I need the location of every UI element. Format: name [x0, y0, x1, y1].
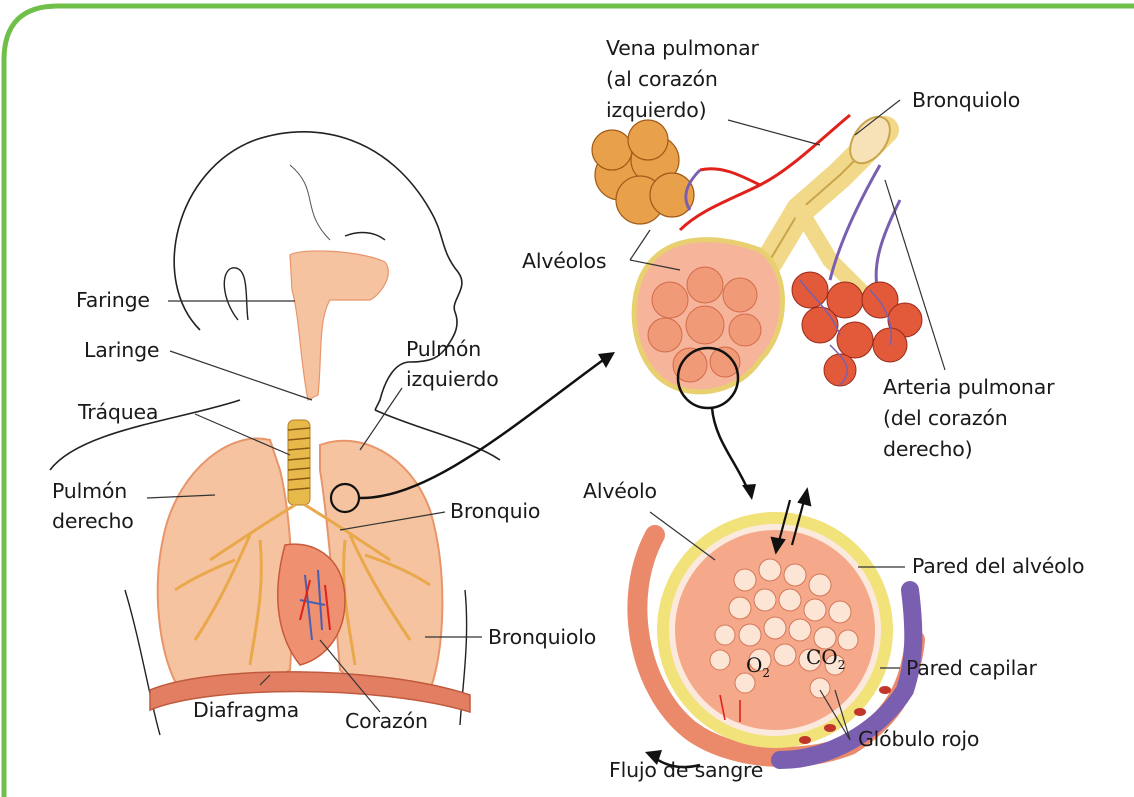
- right-shoulder: [375, 410, 500, 460]
- label-arteria-pulmonar-1: Arteria pulmonar: [883, 374, 1054, 401]
- label-bronquiolo-top: Bronquiolo: [912, 87, 1020, 114]
- label-corazon: Corazón: [345, 708, 428, 735]
- label-vena-pulmonar-3: izquierdo): [606, 97, 706, 124]
- label-arteria-pulmonar-3: derecho): [883, 436, 972, 463]
- label-pulmon-derecho-2: derecho: [52, 508, 134, 535]
- label-flujo-sangre: Flujo de sangre: [609, 757, 763, 784]
- left-arm: [125, 590, 160, 735]
- label-bronquiolo-body: Bronquiolo: [488, 624, 596, 651]
- trachea: [288, 420, 310, 505]
- label-pared-alveolo: Pared del alvéolo: [912, 553, 1084, 580]
- capillary-cluster: [792, 272, 922, 386]
- ear: [224, 268, 248, 320]
- label-alveolo: Alvéolo: [583, 478, 657, 505]
- label-alveolos: Alvéolos: [522, 248, 606, 275]
- label-vena-pulmonar-1: Vena pulmonar: [606, 35, 759, 62]
- label-faringe: Faringe: [76, 287, 150, 314]
- label-diafragma: Diafragma: [193, 697, 299, 724]
- label-pulmon-izquierdo-1: Pulmón: [406, 336, 481, 363]
- alveolar-sacs-cluster: [592, 120, 694, 224]
- label-laringe: Laringe: [84, 337, 159, 364]
- hairline: [290, 165, 330, 240]
- label-traquea: Tráquea: [78, 399, 158, 426]
- left-lung: [320, 441, 442, 694]
- label-bronquio: Bronquio: [450, 498, 540, 525]
- eye: [345, 233, 385, 240]
- zoom-arrow-detail: [712, 408, 748, 490]
- label-vena-pulmonar-2: (al corazón: [606, 66, 718, 93]
- label-pulmon-izquierdo-2: izquierdo: [406, 366, 499, 393]
- label-globulo-rojo: Glóbulo rojo: [858, 726, 979, 753]
- pharynx: [290, 251, 388, 400]
- right-lung: [158, 438, 293, 693]
- label-arteria-pulmonar-2: (del corazón: [883, 405, 1008, 432]
- label-pulmon-derecho-1: Pulmón: [52, 478, 127, 505]
- label-pared-capilar: Pared capilar: [906, 655, 1037, 682]
